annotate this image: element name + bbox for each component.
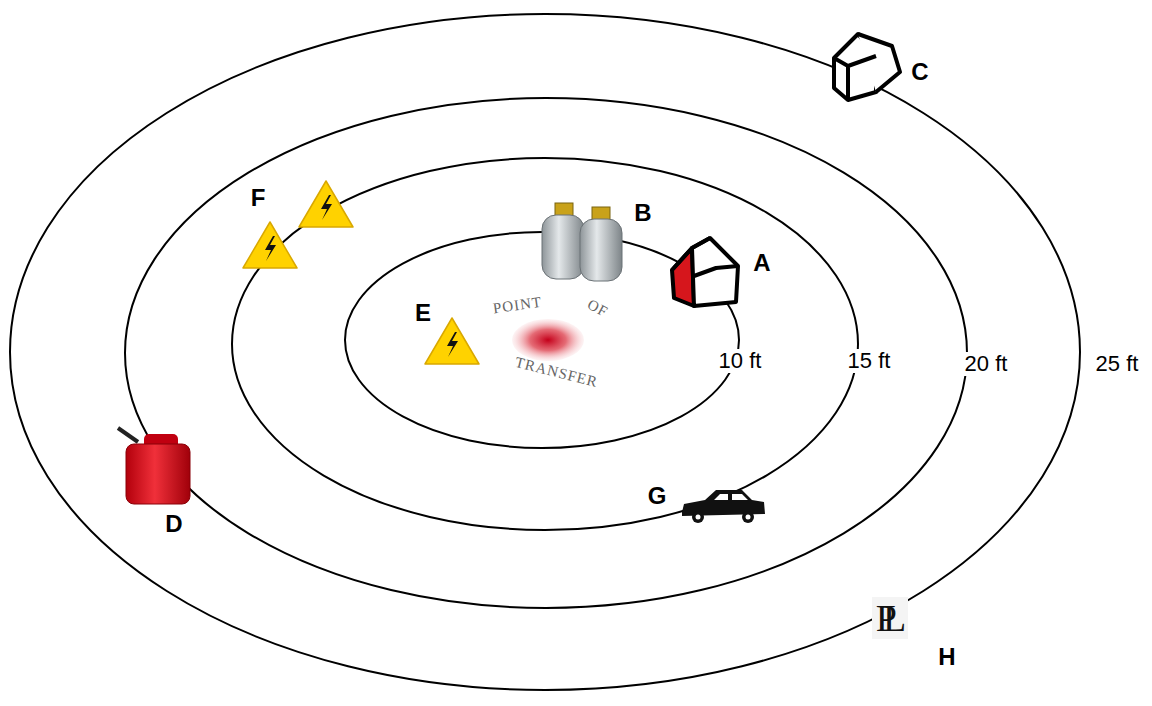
callout-letter: D: [165, 512, 182, 536]
callout-letter: H: [938, 645, 955, 669]
point-of-transfer-text: OF: [585, 296, 611, 319]
ring-15ft: [232, 158, 858, 530]
callout-letter: G: [648, 484, 667, 508]
company-logo: PL: [872, 597, 908, 639]
distance-label: 25 ft: [1094, 352, 1141, 376]
callout-letter: C: [911, 60, 928, 84]
distance-label: 10 ft: [717, 349, 764, 373]
point-of-transfer-spot: [512, 319, 584, 361]
distance-label: 15 ft: [846, 349, 893, 373]
callout-letter: B: [634, 201, 651, 225]
electrical-hazard-icon-f2: [299, 181, 353, 227]
gas-can-icon: [118, 428, 190, 504]
electrical-hazard-icon-f1: [243, 222, 297, 268]
building-icon-a: [672, 238, 738, 306]
callout-letter: A: [753, 251, 770, 275]
ring-25ft: [10, 14, 1080, 690]
ring-20ft: [125, 98, 967, 608]
callout-letter: F: [251, 186, 266, 210]
propane-cylinders-icon: [542, 203, 622, 281]
electrical-hazard-icon-e: [425, 318, 479, 364]
distance-label: 20 ft: [963, 352, 1010, 376]
point-of-transfer-text: POINT: [493, 294, 544, 316]
callout-letter: E: [415, 301, 431, 325]
car-icon: [682, 490, 765, 523]
building-icon-c: [834, 34, 900, 100]
